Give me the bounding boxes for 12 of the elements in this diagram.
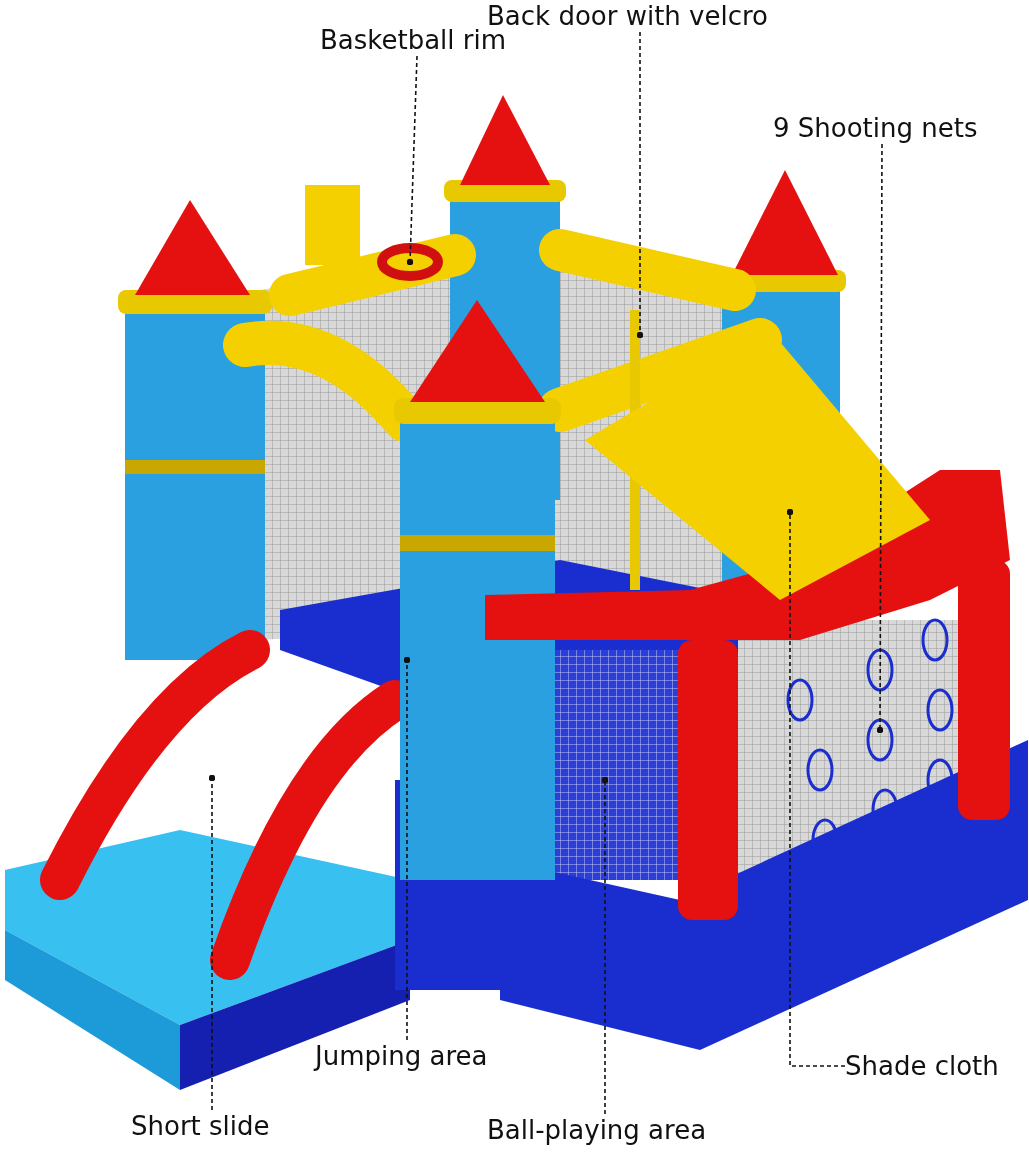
leader-line: [876, 143, 884, 734]
leader-line: [406, 55, 418, 266]
leader-line: [601, 776, 609, 1115]
part-label: Jumping area: [315, 1040, 488, 1072]
leader-line: [786, 508, 846, 1067]
leader-line: [208, 774, 216, 1111]
part-label: Short slide: [131, 1110, 270, 1142]
part-label: Shade cloth: [845, 1050, 999, 1082]
part-label: 9 Shooting nets: [773, 112, 978, 144]
leader-line: [403, 656, 411, 1041]
leader-line: [636, 31, 644, 339]
part-label: Ball-playing area: [487, 1114, 707, 1146]
